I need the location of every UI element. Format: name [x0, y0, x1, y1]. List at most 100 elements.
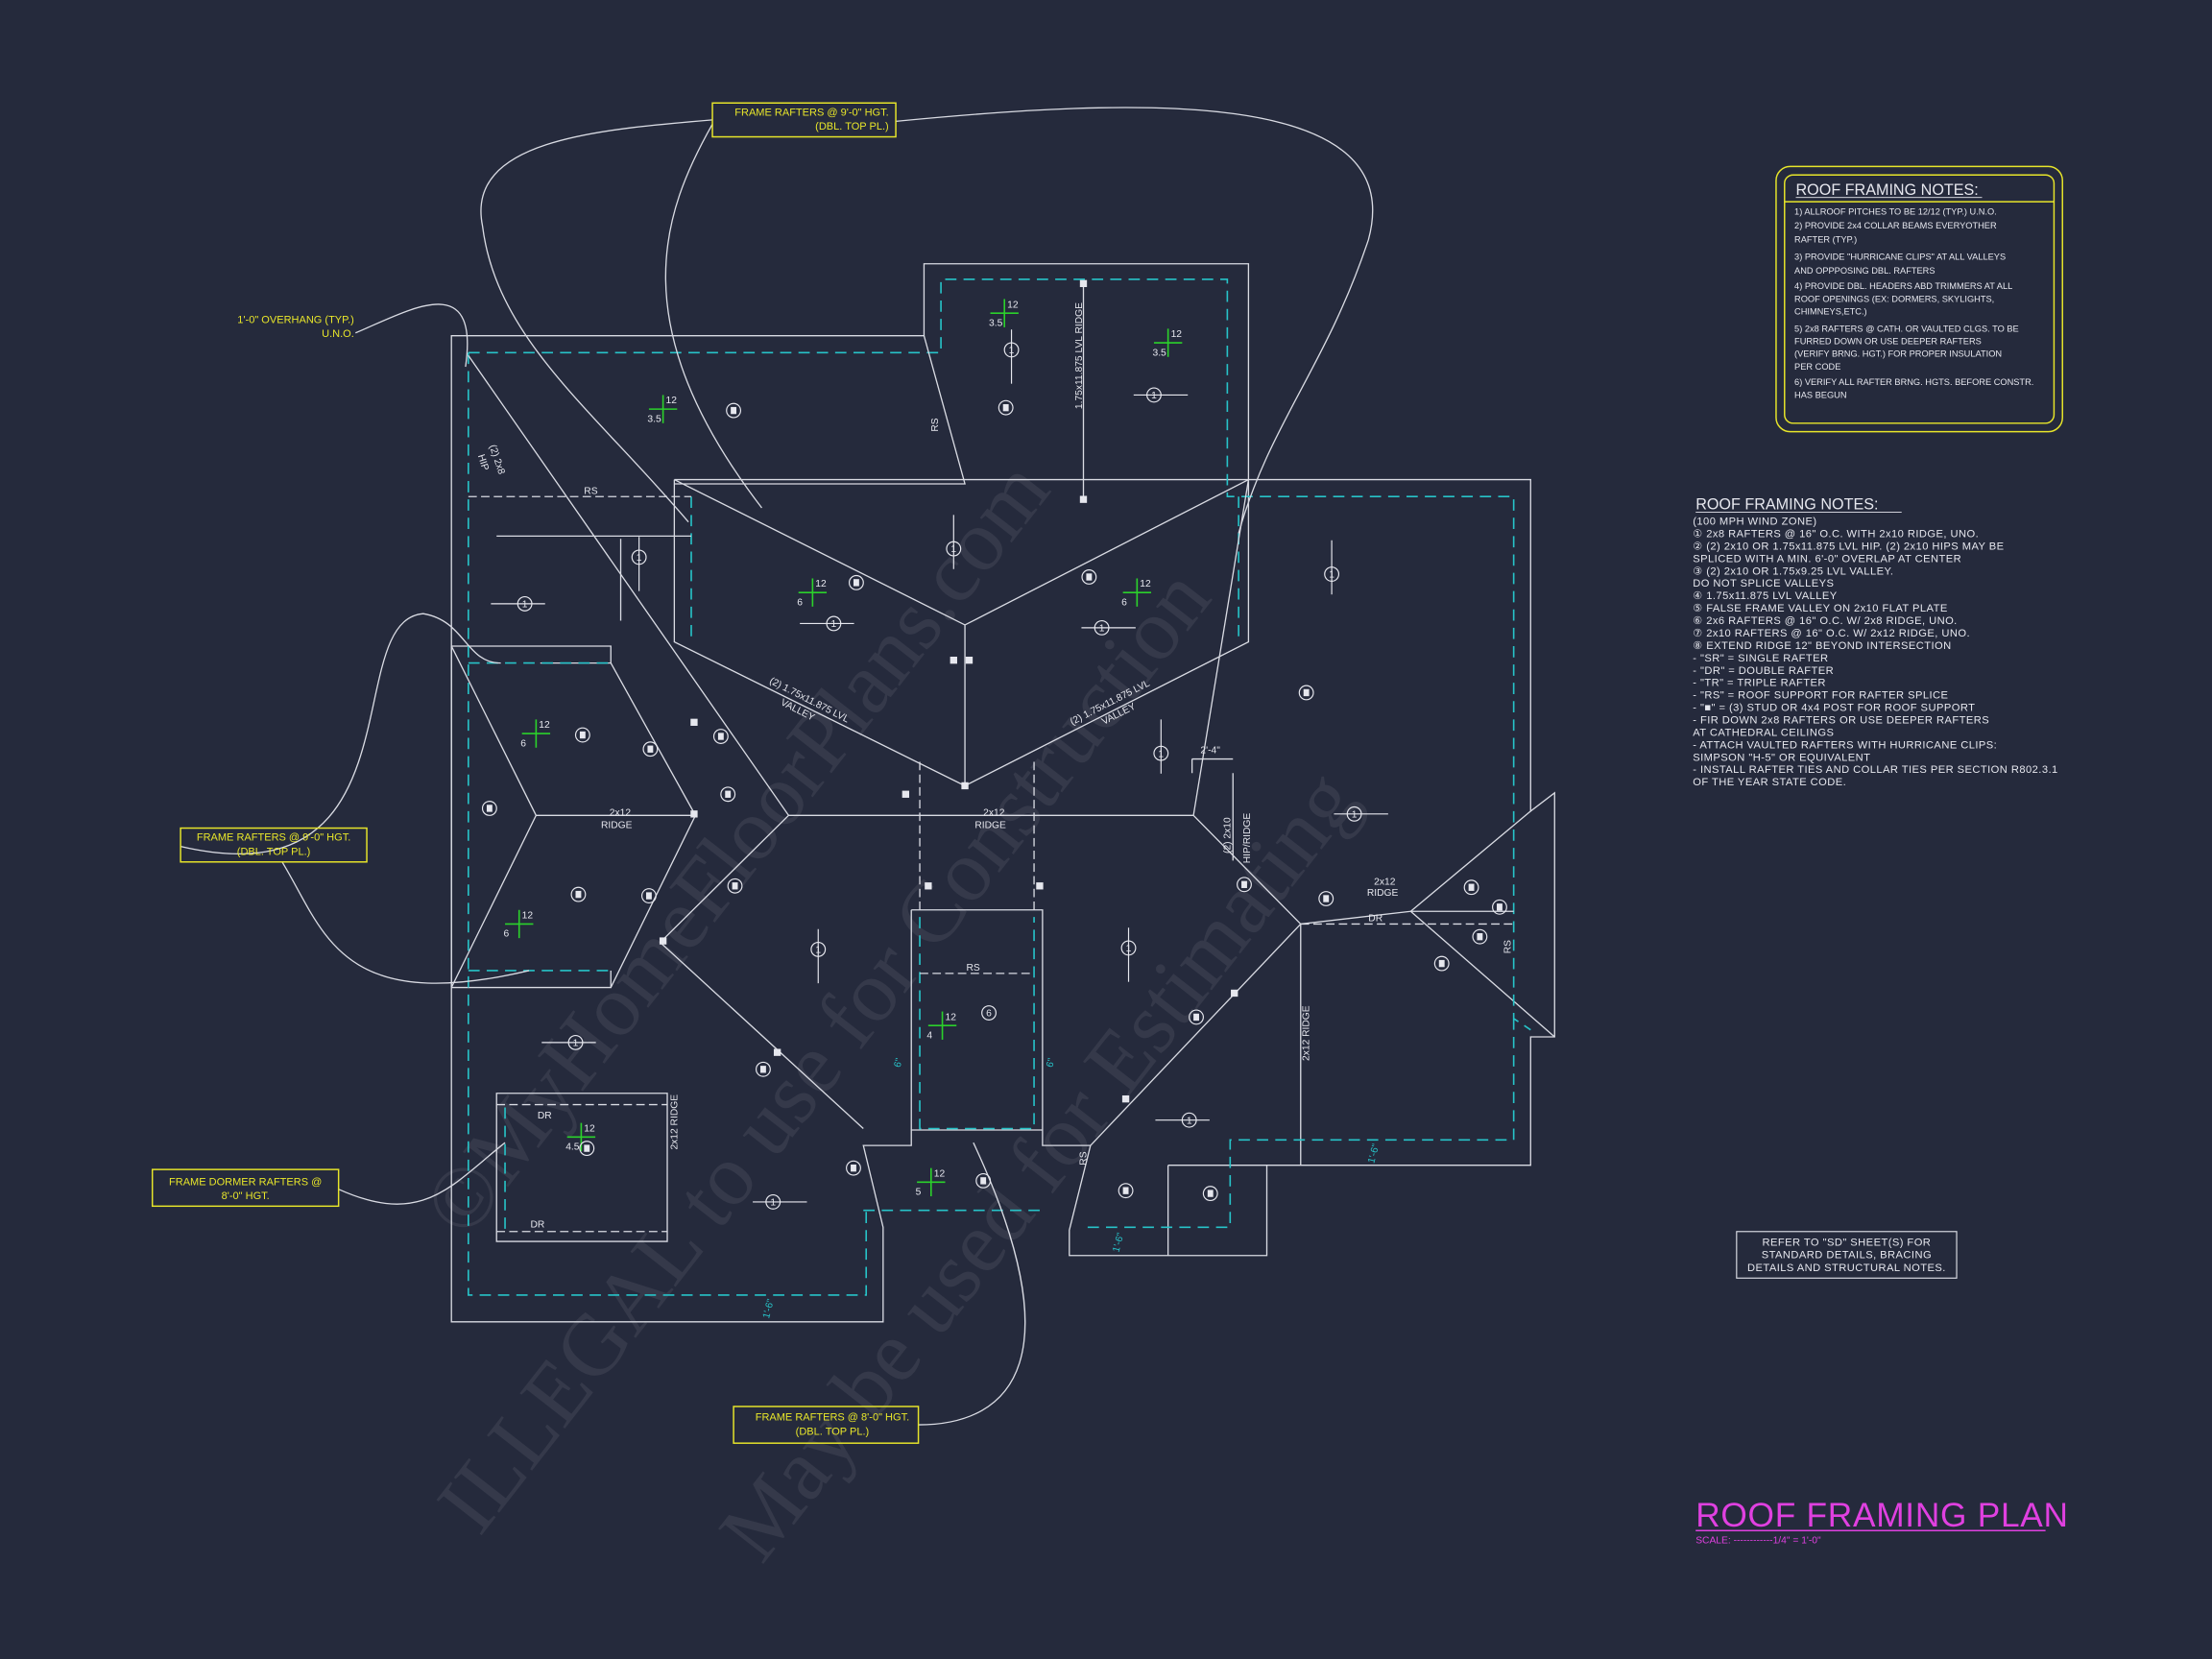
- post-marker: [773, 1048, 781, 1056]
- note-line: 6) VERIFY ALL RAFTER BRNG. HGTS. BEFORE …: [1794, 377, 2033, 387]
- callout-text: FRAME RAFTERS @ 9'-0" HGT.: [734, 107, 888, 118]
- callout-text: FRAME RAFTERS @ 9'-0" HGT.: [197, 832, 350, 844]
- callout-bottom: FRAME RAFTERS @ 8'-0" HGT. (DBL. TOP PL.…: [733, 1406, 920, 1444]
- notes-list-title: ROOF FRAMING NOTES:: [1695, 495, 1878, 513]
- pitch-run: 12: [522, 911, 534, 922]
- ridge-label: RIDGE: [601, 821, 633, 831]
- rafter-tag-number: 1: [573, 1039, 579, 1049]
- dimension-2-4: 2'-4": [1200, 746, 1220, 757]
- refer-note-line: STANDARD DETAILS, BRACING: [1762, 1250, 1932, 1262]
- hip-tag: [712, 729, 729, 744]
- note-line: ⑧ EXTEND RIDGE 12" BEYOND INTERSECTION: [1693, 640, 1951, 652]
- note-line: AND OPPPOSING DBL. RAFTERS: [1794, 266, 1936, 276]
- post-marker: [1079, 279, 1088, 288]
- refer-note: REFER TO "SD" SHEET(S) FOR STANDARD DETA…: [1736, 1231, 1958, 1279]
- hip-tag: [1237, 877, 1252, 893]
- pitch-rise: 3.5: [1152, 348, 1166, 358]
- drawing-title: ROOF FRAMING PLAN: [1695, 1497, 2069, 1534]
- callout-text: (DBL. TOP PL.): [237, 846, 311, 857]
- callout-left: FRAME RAFTERS @ 9'-0" HGT. (DBL. TOP PL.…: [180, 827, 368, 863]
- ridge-vertical-label: 2x12 RIDGE: [669, 1094, 680, 1150]
- pitch-run: 12: [1140, 579, 1151, 589]
- pitch-rise: 4.5: [565, 1142, 580, 1153]
- hip-tag: [1492, 899, 1507, 915]
- hip-tag: [1202, 1186, 1218, 1202]
- pitch-rise: 6: [504, 929, 510, 940]
- refer-note-line: REFER TO "SD" SHEET(S) FOR: [1763, 1237, 1932, 1248]
- rafter-tags: 1111111111111116: [481, 279, 1507, 1210]
- pitch-rise: 6: [1121, 597, 1127, 608]
- callout-dormer: FRAME DORMER RAFTERS @ 8'-0" HGT.: [151, 1168, 340, 1208]
- dr-label: DR: [530, 1219, 544, 1230]
- rafter-tag-number: 1: [1151, 391, 1157, 401]
- post-marker: [961, 781, 969, 790]
- pitch-marker: 12 6: [1121, 578, 1152, 608]
- rafter-tag: 1: [800, 615, 854, 632]
- hip-tag: [998, 399, 1014, 416]
- callout-text: (DBL. TOP PL.): [815, 121, 889, 132]
- note-line: 3) PROVIDE "HURRICANE CLIPS" AT ALL VALL…: [1794, 252, 2006, 261]
- rafter-tag-number: 1: [522, 600, 528, 611]
- pitch-marker: 124.5: [565, 1122, 596, 1153]
- rafter-tag-number: 1: [831, 619, 837, 630]
- rafter-tag-number: 1: [1187, 1116, 1192, 1126]
- post-marker: [1231, 989, 1238, 998]
- note-line: OF THE YEAR STATE CODE.: [1693, 777, 1846, 788]
- hip-tag: [1433, 955, 1450, 972]
- rafter-tag: 1: [1120, 927, 1137, 982]
- pitch-run: 12: [1007, 300, 1019, 310]
- ridge-label: RIDGE: [1367, 888, 1399, 899]
- note-line: - "TR" = TRIPLE RAFTER: [1693, 678, 1826, 689]
- callout-top: FRAME RAFTERS @ 9'-0" HGT. (DBL. TOP PL.…: [711, 102, 897, 138]
- pitch-run: 12: [934, 1168, 946, 1179]
- hip-tag: [574, 727, 590, 743]
- rafter-tag: 1: [1155, 1112, 1210, 1128]
- hip-tag: [579, 1141, 595, 1157]
- pitch-run: 12: [945, 1012, 956, 1022]
- rafter-tag: 1: [1334, 805, 1388, 822]
- hip-tag: [642, 741, 659, 757]
- note-line: 4) PROVIDE DBL. HEADERS ABD TRIMMERS AT …: [1794, 281, 2012, 291]
- post-marker: [1036, 882, 1044, 890]
- hip-ridge-label: (2) 2x10: [1222, 817, 1233, 854]
- rafter-tag: 1: [631, 537, 647, 591]
- hip-tag: [1081, 569, 1097, 585]
- post-marker: [1079, 495, 1088, 503]
- rafter-tag-number: 1: [1352, 810, 1358, 821]
- note-line: (100 MPH WIND ZONE): [1693, 517, 1816, 528]
- note-line: PER CODE: [1794, 362, 1840, 372]
- pitch-run: 12: [539, 720, 550, 731]
- rafter-tag: 1: [1324, 540, 1340, 595]
- rafter-tag: 1: [1153, 719, 1169, 774]
- pitch-marker: 12 6: [504, 909, 534, 940]
- framing-lines: [450, 281, 1514, 1233]
- pitch-marker: 12 5: [916, 1167, 946, 1198]
- hip-ridge-label: HIP/RIDGE: [1242, 813, 1253, 864]
- hip-tag: [1189, 1009, 1204, 1025]
- note-line: ⑥ 2x6 RAFTERS @ 16" O.C. W/ 2x8 RIDGE, U…: [1693, 615, 1957, 627]
- pitch-run: 12: [584, 1123, 595, 1134]
- post-marker: [902, 790, 910, 798]
- dr-label: DR: [1368, 914, 1382, 925]
- callout-text: U.N.O.: [322, 328, 354, 340]
- note-line: 1) ALLROOF PITCHES TO BE 12/12 (TYP.) U.…: [1794, 206, 1997, 216]
- note-line: FURRED DOWN OR USE DEEPER RAFTERS: [1794, 337, 1982, 347]
- rafter-tag-number: 1: [1099, 624, 1105, 635]
- note-line: AT CATHEDRAL CEILINGS: [1693, 727, 1834, 738]
- rafter-tag: 1: [810, 928, 827, 984]
- hip-tag: [727, 878, 743, 894]
- pitch-rise: 5: [916, 1188, 922, 1198]
- rs-label: RS: [1078, 1151, 1089, 1165]
- hip-tag: [1463, 879, 1479, 896]
- note-line: ROOF OPENINGS (EX: DORMERS, SKYLIGHTS,: [1794, 294, 1994, 303]
- ridge-size: 2x12: [983, 807, 1005, 818]
- rs-label: RS: [930, 418, 941, 431]
- pitch-marker: 123.5: [647, 395, 678, 424]
- note-line: SPLICED WITH A MIN. 6'-0" OVERLAP AT CEN…: [1693, 553, 1961, 565]
- note-line: 2) PROVIDE 2x4 COLLAR BEAMS EVERYOTHER: [1794, 221, 1997, 230]
- hip-tag: [846, 1160, 861, 1176]
- rafter-tag-number: 1: [770, 1198, 776, 1209]
- dimension-6: 6": [893, 1057, 905, 1069]
- rafter-tag: 1: [1081, 619, 1136, 636]
